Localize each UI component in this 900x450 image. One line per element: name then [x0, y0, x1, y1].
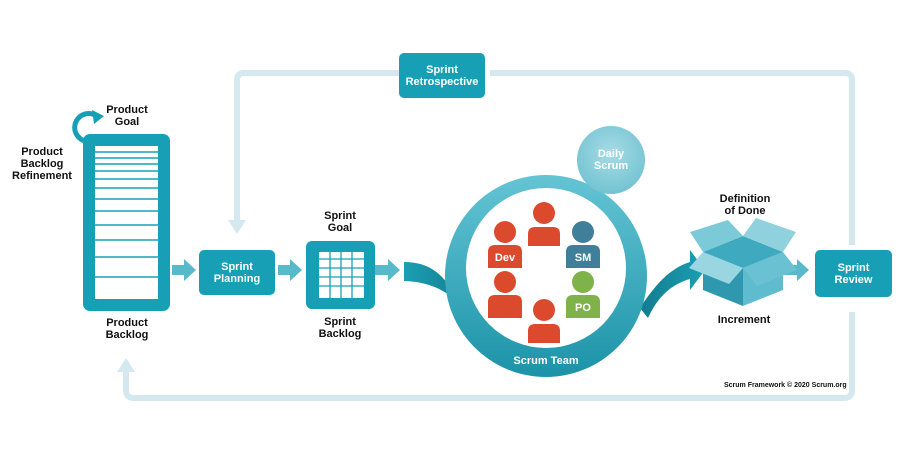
sprint-retrospective-box: Sprint Retrospective [399, 53, 485, 98]
product-backlog-icon [83, 134, 170, 311]
po-person-icon [566, 271, 600, 318]
increment-label: Increment [717, 314, 771, 326]
sprint-backlog-icon [306, 241, 375, 309]
dev-person-icon [528, 299, 560, 343]
product-backlog-refinement-label: Product Backlog Refinement [12, 146, 72, 182]
sprint-goal-label: Sprint Goal [324, 210, 356, 234]
daily-scrum-bubble [577, 126, 645, 194]
sprint-flow-swoosh-out [640, 250, 705, 318]
team-members [488, 202, 600, 343]
copyright-text: Scrum Framework © 2020 Scrum.org [724, 382, 847, 389]
dev-person-icon [488, 221, 522, 268]
increment-box-icon [689, 218, 797, 306]
sm-role-label: SM [574, 252, 592, 264]
po-role-label: PO [575, 302, 591, 314]
dev-person-icon [488, 271, 522, 318]
sprint-backlog-label: Sprint Backlog [318, 316, 362, 340]
sm-person-icon [566, 221, 600, 268]
product-goal-label: Product Goal [106, 104, 148, 128]
daily-scrum-label: Daily Scrum [593, 148, 629, 172]
definition-of-done-label: Definition of Done [719, 193, 771, 217]
product-backlog-label: Product Backlog [105, 317, 149, 341]
sprint-planning-box: Sprint Planning [199, 250, 275, 295]
scrum-team-label: Scrum Team [513, 355, 579, 367]
sprint-flow-swoosh-in [404, 262, 470, 316]
dev-person-icon [528, 202, 560, 246]
review-loop-arrow [117, 312, 855, 401]
dev-role-label: Dev [494, 252, 516, 264]
sprint-review-box: Sprint Review [815, 250, 892, 297]
